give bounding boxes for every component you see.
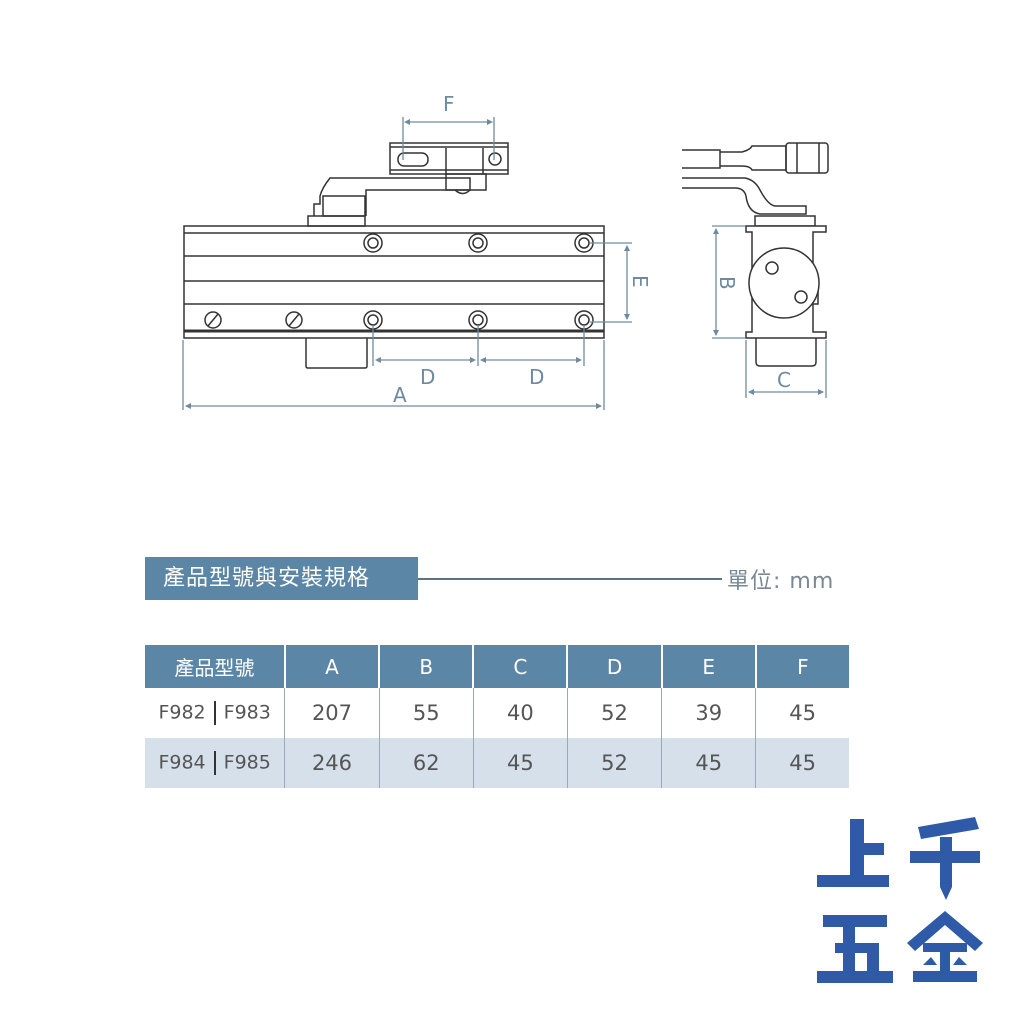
cell-d: 52: [567, 738, 663, 788]
cell-a: 246: [284, 738, 380, 788]
model-cell: F982 F983: [145, 688, 286, 738]
header-model: 產品型號: [145, 645, 286, 688]
unit-label: 單位: mm: [727, 569, 835, 594]
front-view: [183, 142, 605, 369]
logo-char-jin: [907, 911, 983, 982]
table-row: F982 F983 207 55 40 52 39 45: [145, 688, 849, 738]
dim-label-e: E: [628, 275, 652, 288]
cell-e: 45: [661, 738, 757, 788]
model-separator: [213, 701, 216, 725]
model-cell: F984 F985: [145, 738, 286, 788]
table-row: F984 F985 246 62 45 52 45 45: [145, 738, 849, 788]
cell-f: 45: [789, 701, 816, 725]
header-e: E: [661, 645, 757, 688]
logo-char-shang: [817, 819, 889, 887]
cell-b: 62: [379, 738, 474, 788]
logo-char-wu: [817, 915, 893, 983]
header-a: A: [284, 645, 381, 688]
spec-divider-line: [418, 578, 722, 580]
table-header-row: 產品型號 A B C D E F: [145, 645, 849, 688]
dim-label-d1: D: [420, 365, 435, 389]
model-left: F982: [158, 701, 206, 724]
side-view: [682, 142, 829, 367]
dimension-text: F D D A E B C: [393, 92, 791, 407]
dim-label-c: C: [777, 368, 791, 392]
door-closer-technical-drawing: F D D A E B C: [182, 92, 829, 410]
cell-d: 52: [567, 688, 663, 738]
model-left: F984: [158, 751, 206, 774]
logo-char-qian-screw-icon: [910, 817, 980, 900]
cell-b: 55: [379, 688, 474, 738]
cell-c: 40: [473, 688, 568, 738]
spec-table: 產品型號 A B C D E F F982 F983 207 55 40 52 3…: [145, 645, 849, 788]
dim-label-a: A: [393, 383, 407, 407]
header-c: C: [473, 645, 569, 688]
spec-section-title: 產品型號與安裝規格: [145, 557, 418, 600]
model-separator: [213, 751, 216, 775]
header-d: D: [567, 645, 663, 688]
model-right: F983: [223, 701, 271, 724]
dimension-lines: [182, 117, 827, 410]
dimension-arrows: [185, 119, 824, 409]
cell-a: 207: [284, 688, 380, 738]
brand-logo: [817, 817, 983, 983]
model-right: F985: [223, 751, 271, 774]
dim-label-b: B: [715, 276, 739, 290]
dim-label-f: F: [443, 92, 455, 116]
cell-c: 45: [473, 738, 568, 788]
cell-e: 39: [661, 688, 757, 738]
header-b: B: [379, 645, 475, 688]
header-f: F: [755, 645, 849, 688]
cell-f: 45: [755, 738, 849, 788]
dim-label-d2: D: [529, 365, 544, 389]
